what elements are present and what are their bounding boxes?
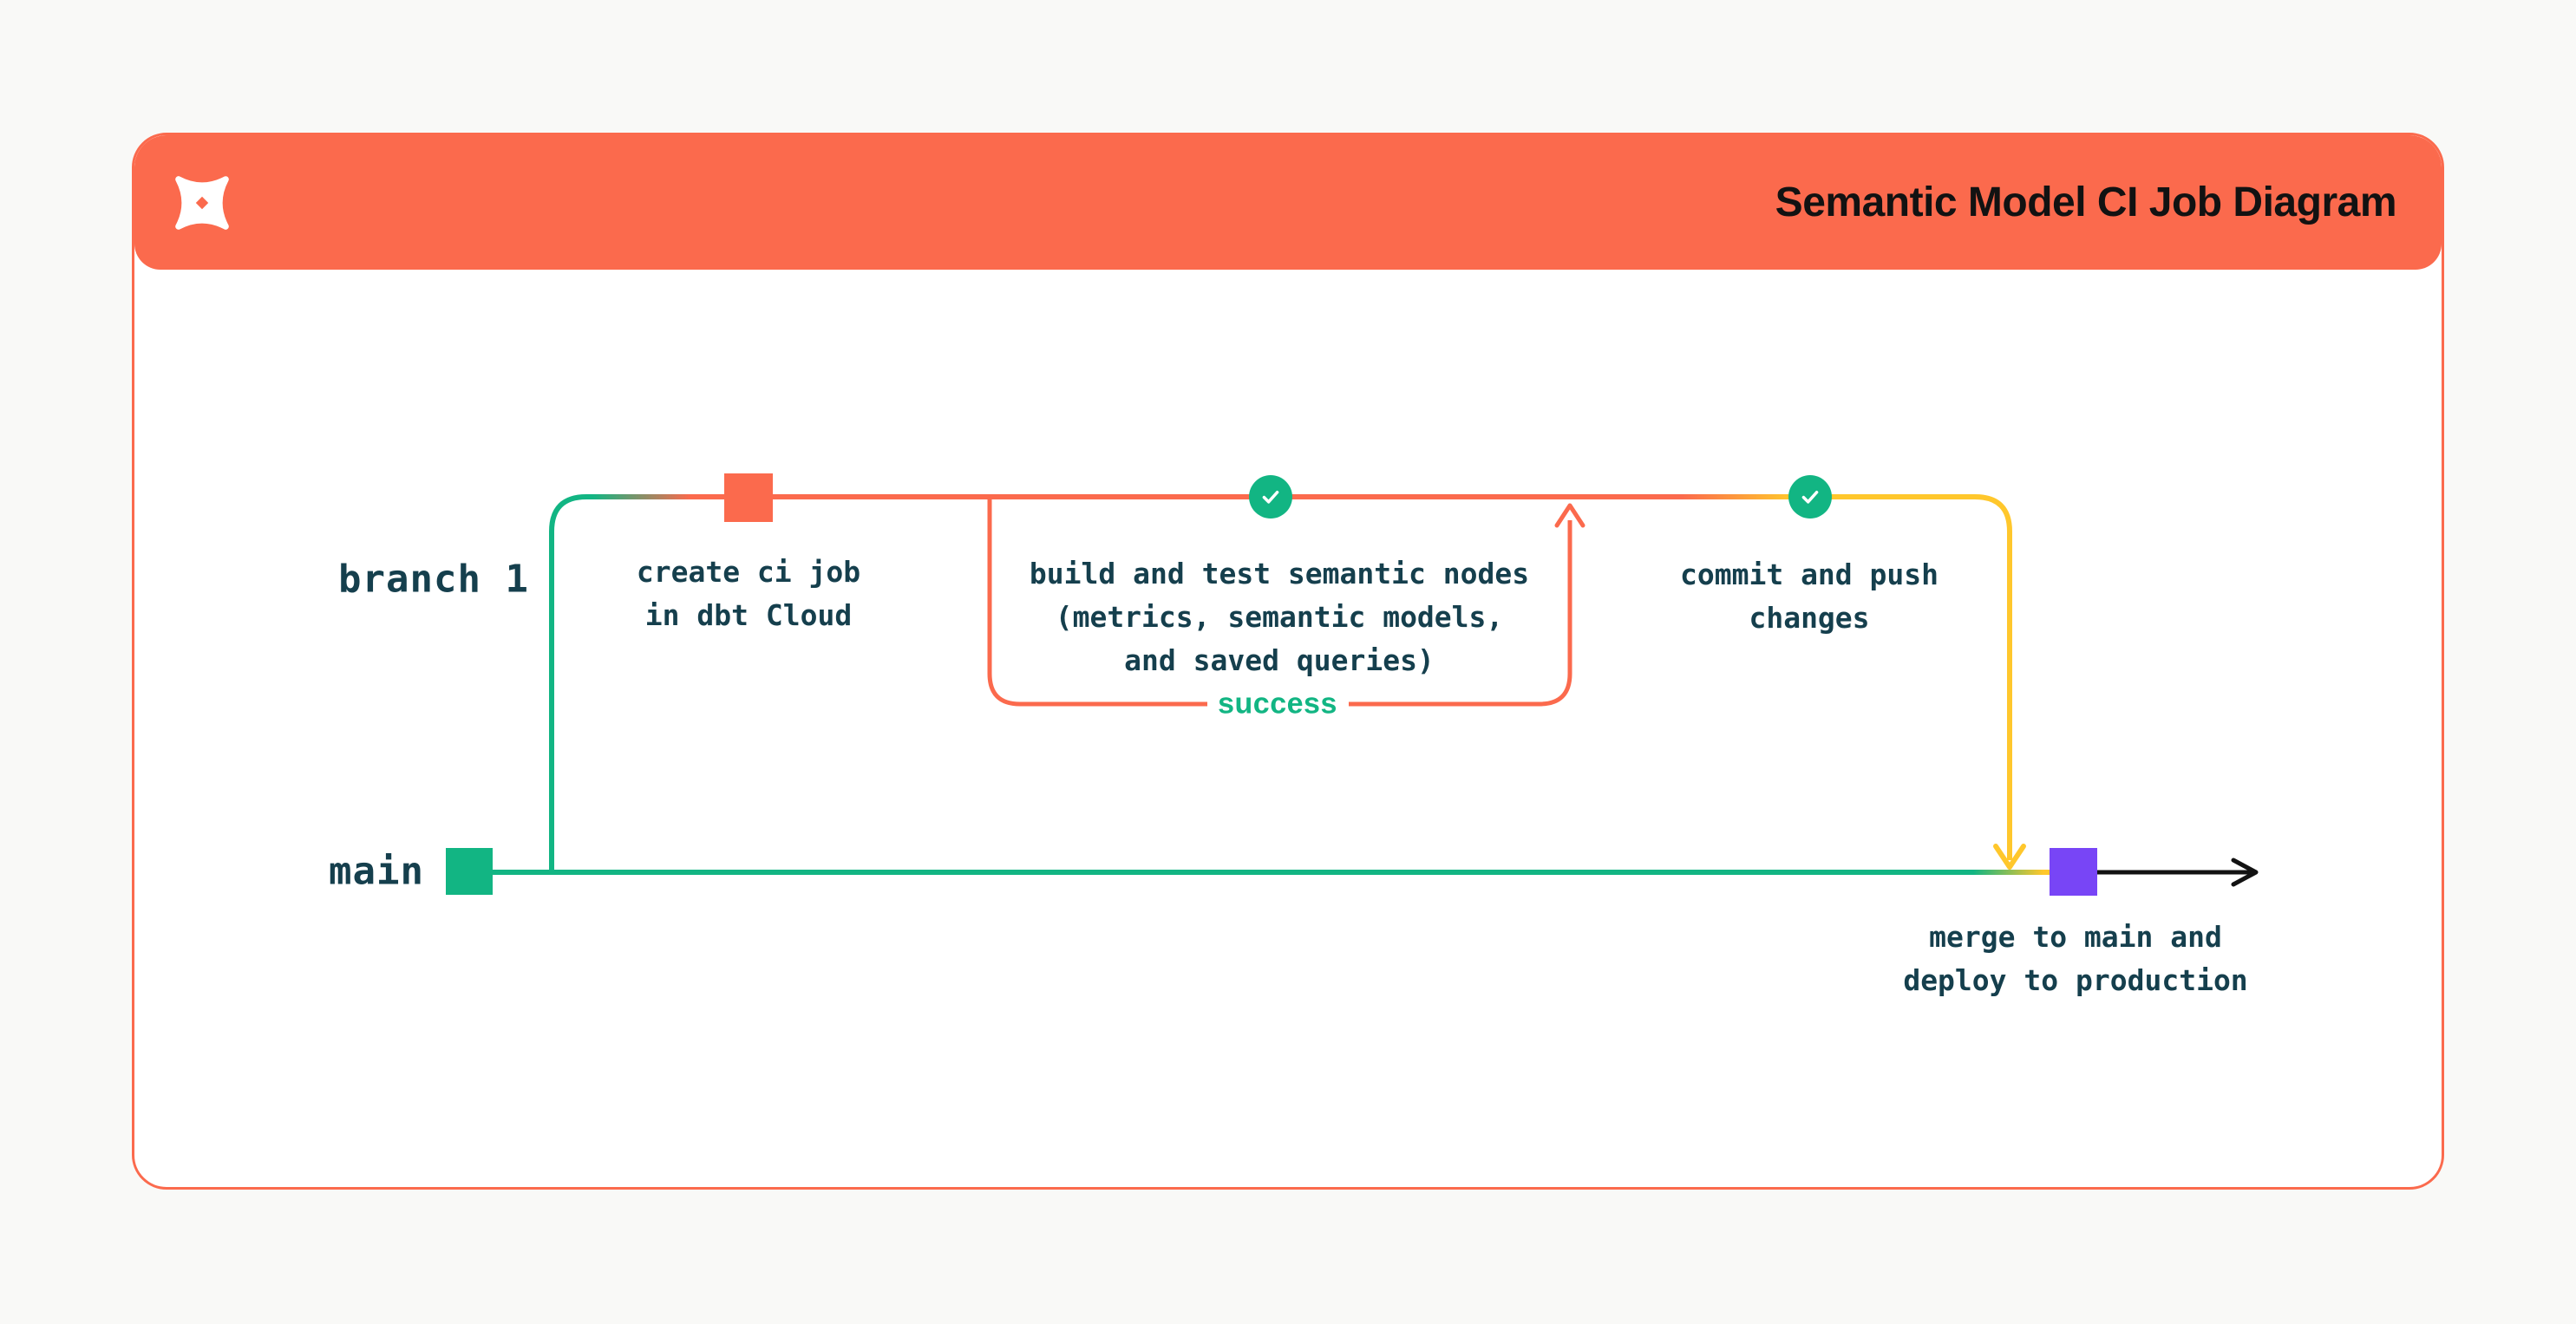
create-ci-job-caption: create ci job in dbt Cloud	[637, 551, 860, 637]
success-arrowhead-icon	[1554, 503, 1585, 528]
production-arrowhead-icon	[2231, 858, 2259, 887]
success-loop-left	[987, 499, 1207, 707]
git-flow-diagram: branch 1 main create ci job in dbt Cloud…	[134, 135, 2442, 1187]
success-loop-right	[1349, 520, 1572, 707]
caption-line: in dbt Cloud	[644, 598, 853, 632]
caption-line: (metrics, semantic models,	[1055, 600, 1504, 634]
success-label: success	[1218, 687, 1337, 721]
check-icon	[1801, 491, 1819, 504]
main-branch-label: main	[329, 849, 424, 894]
merge-arrowhead-icon	[1993, 844, 2026, 870]
caption-line: changes	[1749, 601, 1870, 635]
caption-line: create ci job	[636, 555, 861, 589]
merge-deploy-caption: merge to main and deploy to production	[1903, 916, 2247, 1002]
check-icon	[1262, 491, 1279, 504]
page-title: Semantic Model CI Job Diagram	[1775, 179, 2397, 225]
branch-1-label: branch 1	[338, 557, 529, 602]
caption-line: and saved queries)	[1124, 643, 1435, 677]
caption-line: build and test semantic nodes	[1029, 557, 1530, 590]
caption-line: merge to main and	[1929, 920, 2222, 954]
build-test-caption: build and test semantic nodes (metrics, …	[1030, 552, 1529, 682]
merge-commit-node	[2050, 848, 2097, 896]
diagram-card: Semantic Model CI Job Diagram	[132, 133, 2444, 1190]
commit-push-success-node	[1788, 475, 1832, 519]
commit-push-caption: commit and push changes	[1680, 553, 1939, 640]
create-ci-job-node	[724, 473, 773, 522]
main-commit-node	[446, 848, 493, 895]
build-test-success-node	[1249, 475, 1292, 519]
card-header: Semantic Model CI Job Diagram	[134, 135, 2442, 270]
caption-line: commit and push	[1679, 558, 1939, 591]
caption-line: deploy to production	[1903, 963, 2248, 997]
dbt-logo-icon	[175, 175, 229, 230]
